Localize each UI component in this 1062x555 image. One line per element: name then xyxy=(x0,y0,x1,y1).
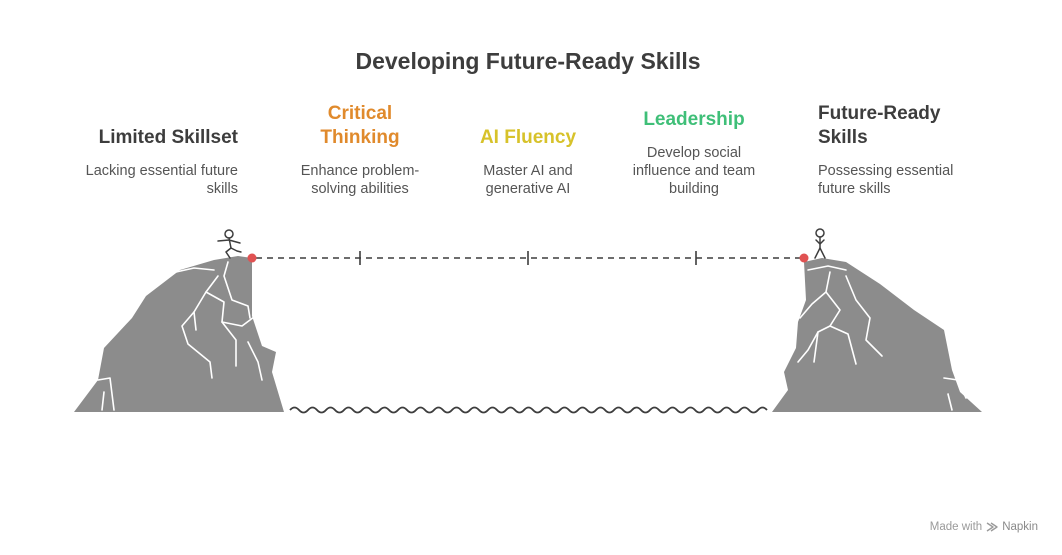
stage-ai-fluency-desc: Master AI and generative AI xyxy=(448,162,608,198)
stage-desc-line: Possessing essential xyxy=(818,163,954,179)
stage-title-line: AI Fluency xyxy=(479,127,577,148)
stage-title-line: Future-Ready xyxy=(818,103,941,124)
figure-head xyxy=(815,228,825,238)
stage-desc-line: Enhance problem- xyxy=(300,163,420,179)
stage-leadership-title: Leadership xyxy=(606,108,782,132)
stage-limited-skillset-desc: Lacking essential future skills xyxy=(60,162,238,198)
crack xyxy=(797,291,841,363)
right-cliff-body xyxy=(772,258,982,412)
stage-desc-line: Master AI and xyxy=(483,163,573,179)
stage-critical-thinking-title: Critical Thinking xyxy=(280,102,440,150)
crack xyxy=(101,391,105,411)
stage-desc-line: solving abilities xyxy=(311,181,409,197)
crack xyxy=(947,393,953,411)
figure-leg-front xyxy=(230,247,242,253)
stage-desc-line: generative AI xyxy=(485,181,571,197)
crack xyxy=(97,377,115,411)
stage-critical-thinking-desc: Enhance problem- solving abilities xyxy=(280,162,440,198)
stage-desc-line: building xyxy=(669,181,719,197)
stage-ai-fluency-title: AI Fluency xyxy=(448,126,608,150)
figure-head xyxy=(224,229,234,239)
right-cliff-cracks xyxy=(797,265,967,411)
stick-figure-left-icon xyxy=(217,229,242,259)
made-with-label: Made with xyxy=(929,521,983,533)
stage-limited-skillset-title: Limited Skillset xyxy=(60,126,238,150)
napkin-brand-label: Napkin xyxy=(1002,521,1038,533)
stage-title-line: Leadership xyxy=(643,109,745,130)
crack xyxy=(223,261,251,319)
water-waves xyxy=(289,406,768,414)
left-cliff-cracks xyxy=(97,261,263,411)
stage-desc-line: future skills xyxy=(818,181,891,197)
figure-arms xyxy=(217,239,241,244)
right-anchor-point xyxy=(799,253,809,263)
crack xyxy=(829,325,857,365)
stage-future-ready-title: Future-Ready Skills xyxy=(818,102,1008,150)
napkin-logo-icon xyxy=(986,522,998,532)
crack xyxy=(799,271,831,319)
stage-title-line: Thinking xyxy=(320,127,400,148)
diagram-title: Developing Future-Ready Skills xyxy=(355,48,701,74)
stage-desc-line: Lacking essential future xyxy=(85,163,238,179)
figure-leg-back xyxy=(225,247,232,259)
stage-title-line: Critical xyxy=(327,103,393,124)
skill-path xyxy=(247,251,809,265)
stick-figure-right-icon xyxy=(814,228,826,259)
stage-desc-line: Develop social xyxy=(646,145,742,161)
stage-leadership-desc: Develop social influence and team buildi… xyxy=(606,144,782,198)
left-cliff-body xyxy=(74,256,284,412)
crack xyxy=(813,331,819,363)
right-cliff xyxy=(772,258,982,412)
stage-future-ready-desc: Possessing essential future skills xyxy=(818,162,1008,198)
left-anchor-point xyxy=(247,253,257,263)
crack xyxy=(845,275,883,357)
crack xyxy=(193,311,197,331)
crack xyxy=(807,265,847,271)
footer-credit: Made with Napkin xyxy=(930,521,1038,533)
crack xyxy=(943,377,967,399)
stage-title-line: Limited Skillset xyxy=(98,127,238,148)
stage-desc-line: influence and team xyxy=(632,163,756,179)
stage-title-line: Skills xyxy=(818,127,868,148)
figure-arms xyxy=(815,239,825,245)
crack xyxy=(247,341,263,381)
crack xyxy=(221,313,259,327)
stage-desc-line: skills xyxy=(206,181,238,197)
crack xyxy=(175,267,215,273)
left-cliff xyxy=(74,256,284,412)
figure-legs xyxy=(814,247,826,259)
